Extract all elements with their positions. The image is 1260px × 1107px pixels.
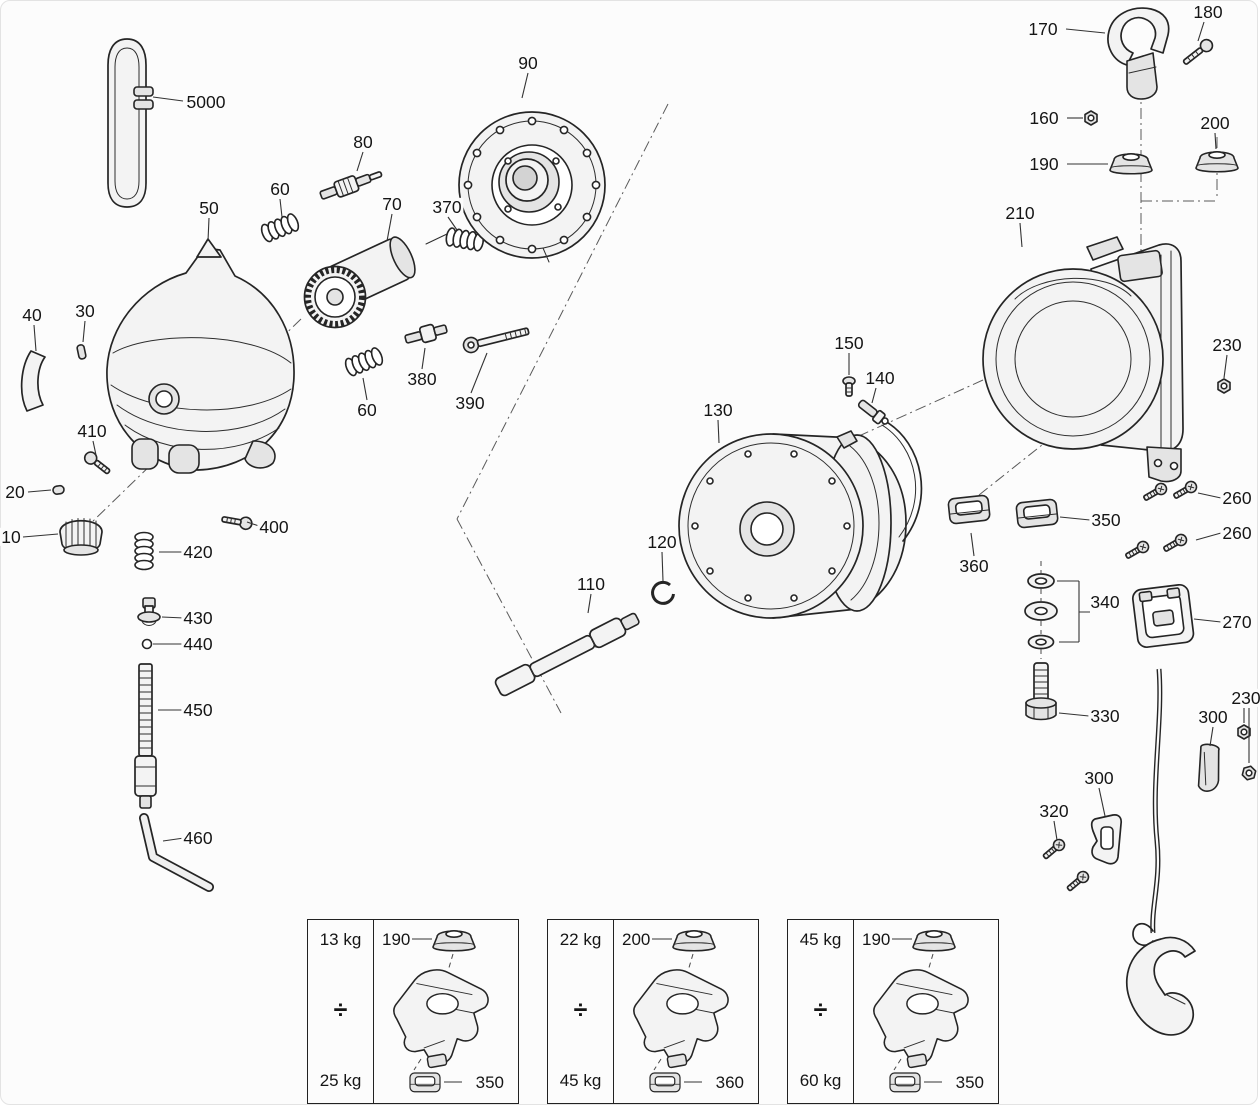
part-230-nut-b (1237, 724, 1251, 740)
part-260-screw-2 (1170, 478, 1200, 503)
part-carabiner (1125, 922, 1196, 1036)
pad-part-number: 350 (475, 1073, 504, 1092)
cap-part-number: 190 (862, 930, 891, 949)
part-70-gear-drum (303, 236, 416, 329)
pad-part-number: 360 (715, 1073, 744, 1092)
part-90-flange (458, 111, 606, 263)
spec-box-2: 22 kg ÷ 45 kg 200 360 (547, 919, 759, 1104)
divide-symbol: ÷ (333, 996, 348, 1024)
part-350-pad (1015, 498, 1060, 529)
weight-min: 13 kg (319, 930, 362, 949)
part-40-lever (20, 350, 46, 412)
part-390-bolt (462, 327, 530, 354)
spec-box-1-weight-column: 13 kg ÷ 25 kg (308, 920, 374, 1103)
part-30-pin (76, 344, 87, 360)
part-330-bolt (1025, 662, 1057, 721)
part-60-spring-b (342, 345, 386, 378)
part-120-circlip (651, 580, 675, 605)
part-430-valve (137, 597, 161, 626)
part-110-shaft (494, 612, 640, 697)
part-340-washer-stack (1024, 561, 1090, 659)
spec-box-1: 13 kg ÷ 25 kg 190 350 (307, 919, 519, 1104)
spec-box-2-weight-column: 22 kg ÷ 45 kg (548, 920, 614, 1103)
part-260-screw-3 (1122, 538, 1152, 563)
part-270-bracket (1131, 583, 1195, 649)
part-360-pad (947, 494, 992, 525)
part-260-screw-4 (1160, 531, 1190, 556)
weight-max: 60 kg (799, 1071, 842, 1090)
part-180-screw (1182, 38, 1214, 65)
pad-part-number: 350 (955, 1073, 984, 1092)
part-320-screw-2 (1064, 868, 1092, 895)
spec-box-3-weight-column: 45 kg ÷ 60 kg (788, 920, 854, 1103)
part-130-drum (678, 430, 907, 619)
part-190-cap (1109, 153, 1153, 175)
part-5000-strap-loop (107, 38, 154, 208)
part-cable (1150, 668, 1163, 934)
part-160-nut (1084, 110, 1098, 126)
part-260-screw-1 (1140, 480, 1170, 505)
part-400-screw (221, 516, 253, 531)
part-80-shaft (319, 171, 383, 200)
part-230-nut-a (1217, 378, 1231, 394)
part-150-screw (842, 376, 856, 397)
part-370-spring (425, 226, 486, 253)
cap-part-number: 190 (382, 930, 411, 949)
part-380-pin (404, 323, 448, 344)
part-320-screw-1 (1040, 836, 1068, 863)
divide-symbol: ÷ (813, 996, 828, 1024)
part-460-allen-key (139, 813, 214, 892)
part-300-wedge (1197, 743, 1220, 792)
weight-min: 22 kg (559, 930, 602, 949)
weight-min: 45 kg (799, 930, 842, 949)
part-210-housing (982, 236, 1184, 483)
part-200-cap (1195, 151, 1239, 173)
part-450-threaded-rod (134, 663, 157, 809)
cap-part-number: 200 (622, 930, 651, 949)
part-410-screw (83, 451, 111, 475)
leader-lines (22, 21, 1250, 842)
part-60-spring-a (258, 211, 302, 244)
weight-max: 25 kg (319, 1071, 362, 1090)
part-230-nut-c (1240, 763, 1258, 783)
part-wire-spring (881, 417, 923, 542)
part-20-pin (52, 484, 65, 495)
part-420-spring (134, 531, 154, 571)
divide-symbol: ÷ (573, 996, 588, 1024)
spec-box-3: 45 kg ÷ 60 kg 190 350 (787, 919, 999, 1104)
part-50-housing-cover (106, 238, 295, 474)
part-440-ring (141, 638, 153, 650)
part-10-knob (59, 518, 103, 556)
part-170-hook (1107, 7, 1170, 100)
weight-max: 45 kg (559, 1071, 602, 1090)
part-300-clamp (1090, 814, 1123, 865)
